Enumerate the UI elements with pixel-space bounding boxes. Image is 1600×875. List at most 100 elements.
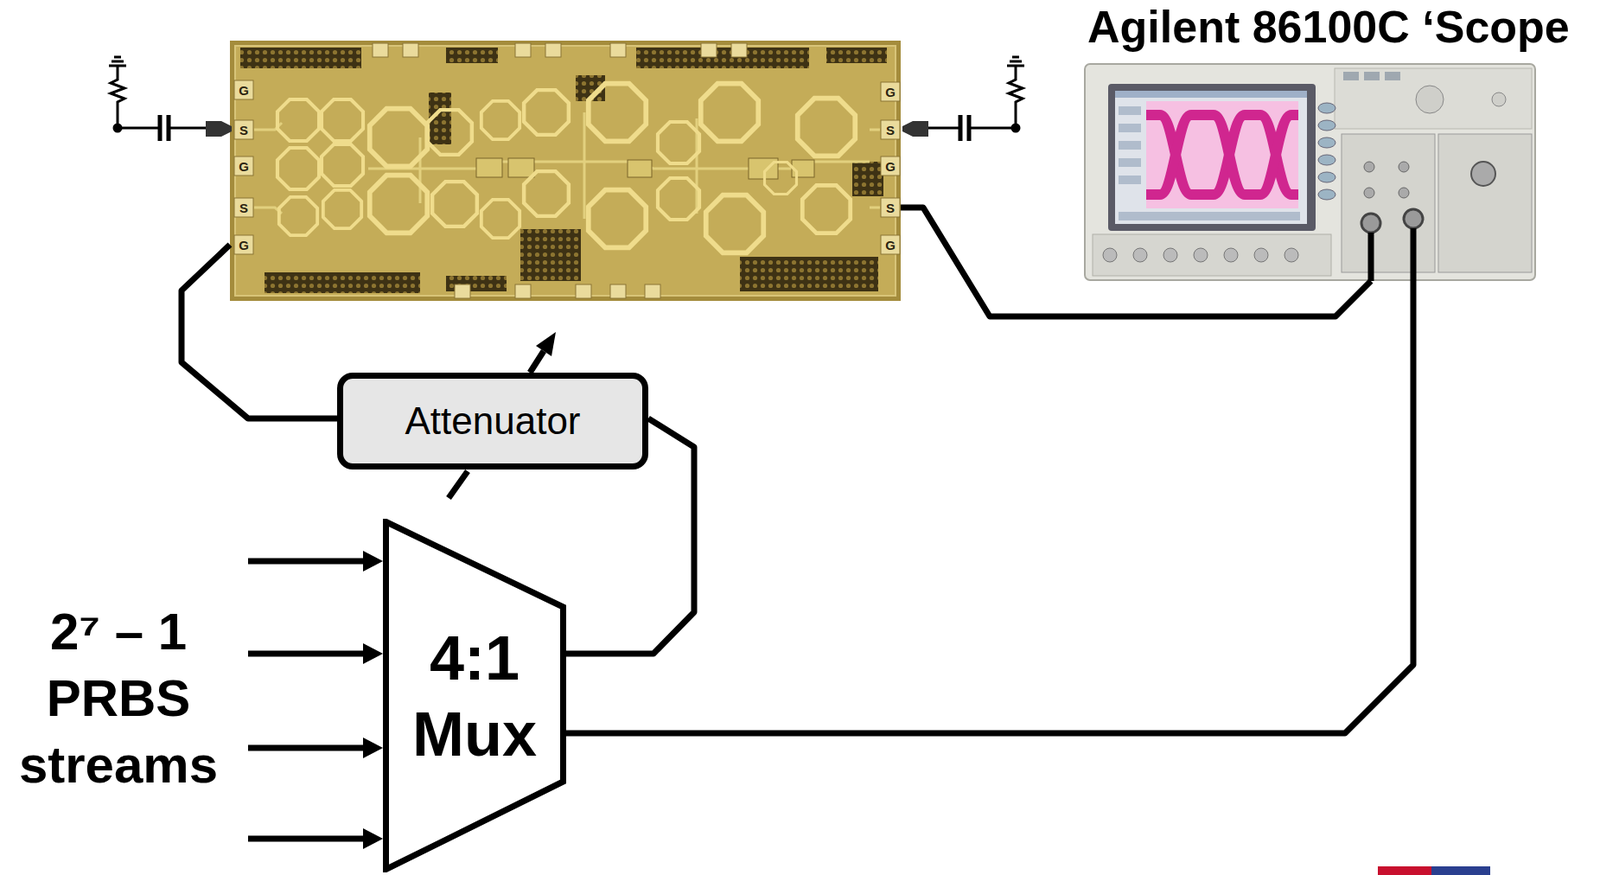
- transistors: [508, 158, 535, 178]
- chip-die: GSGSGGSGSG: [229, 40, 901, 301]
- input-arrows: [363, 643, 383, 664]
- input-arrows: [248, 550, 383, 849]
- dummy-fill: [520, 229, 581, 281]
- scope-instrument: [1364, 71, 1380, 81]
- spiral-inductors: [427, 109, 472, 155]
- spiral-inductors: [277, 147, 319, 190]
- bond-pads: [515, 43, 531, 58]
- dummy-fill: [264, 272, 421, 294]
- bond-pads: [880, 120, 900, 140]
- scope-instrument: [1108, 83, 1316, 231]
- scope-instrument: [1370, 228, 1414, 281]
- scope-instrument: [1118, 211, 1301, 221]
- bond-pads: [402, 43, 419, 58]
- scope-instrument: [1284, 248, 1299, 262]
- pad-label: G: [238, 238, 249, 252]
- scope-instrument: [1163, 248, 1178, 262]
- signal-cable: [566, 280, 1414, 734]
- spiral-inductors: [277, 99, 319, 141]
- pad-label: G: [885, 159, 896, 173]
- bond-pads: [545, 43, 561, 58]
- chip-traces: [583, 112, 587, 219]
- bond-pads: [880, 235, 900, 255]
- spiral-inductors: [277, 83, 855, 254]
- spiral-inductors: [523, 171, 569, 217]
- spiral-inductors: [481, 101, 520, 140]
- scope-instrument: [1403, 209, 1423, 229]
- chip-traces: [869, 128, 880, 132]
- bond-pads: [234, 235, 254, 255]
- left-termination: [110, 65, 160, 128]
- scope-instrument: [1193, 248, 1208, 262]
- bond-pads: [644, 284, 661, 299]
- dummy-fill: [240, 47, 887, 294]
- chip-traces: [869, 206, 880, 210]
- bond-pads: [880, 197, 900, 217]
- bond-pads: [701, 43, 717, 58]
- right-termination: [1012, 124, 1020, 132]
- scope-instrument: [1318, 154, 1336, 166]
- bond-pads: [610, 284, 626, 299]
- spiral-inductors: [588, 83, 647, 142]
- pad-label: S: [239, 201, 249, 215]
- right-termination: [960, 114, 969, 141]
- scope-instrument: [1364, 187, 1375, 198]
- input-arrows: [363, 828, 383, 849]
- mux-text-wrap: 4:1 Mux: [382, 518, 567, 873]
- chip-traces: [254, 112, 880, 219]
- chip-die: [229, 40, 901, 301]
- scope-instrument: [1398, 187, 1409, 198]
- spiral-inductors: [523, 89, 569, 135]
- dummy-fill: [636, 47, 810, 69]
- scope-instrument: [1334, 68, 1532, 129]
- scope-instrument: [1102, 248, 1117, 262]
- chip-die: [229, 40, 901, 301]
- left-termination: [114, 124, 122, 132]
- bond-pads: [610, 43, 626, 58]
- scope-instrument: [1084, 63, 1536, 281]
- scope-instrument: [1341, 133, 1435, 273]
- scope-instrument: [1318, 120, 1336, 131]
- pad-label: S: [886, 123, 895, 137]
- spiral-inductors: [701, 83, 759, 142]
- spiral-inductors: [321, 144, 364, 186]
- scope-instrument: [1223, 248, 1238, 262]
- dummy-fill: [739, 256, 879, 292]
- pad-label: G: [885, 238, 896, 252]
- pad-label: S: [886, 201, 895, 215]
- scope-instrument: [1384, 71, 1401, 81]
- variable-arrow: [535, 331, 556, 357]
- spiral-inductors: [481, 199, 520, 238]
- bond-pads: [234, 156, 254, 176]
- logo: [1431, 866, 1491, 875]
- spiral-inductors: [588, 190, 647, 249]
- input-arrows: [248, 560, 367, 839]
- scope-instrument: [1146, 101, 1299, 209]
- bond-pads: [234, 120, 254, 140]
- scope-instrument: [1118, 106, 1142, 115]
- scope-instrument: [1118, 123, 1142, 133]
- chip-traces: [419, 137, 422, 204]
- bond-pads: [234, 43, 900, 299]
- pad-label: G: [238, 83, 249, 97]
- bond-pads: [515, 284, 531, 299]
- scope-instrument: [1471, 161, 1496, 186]
- signal-label: 2⁷ – 1 PRBS streams: [5, 598, 232, 798]
- spiral-inductors: [657, 121, 700, 164]
- logo: [1377, 866, 1491, 875]
- spiral-inductors: [706, 195, 765, 254]
- dummy-fill: [852, 161, 884, 197]
- right-termination: [968, 65, 1023, 128]
- spiral-inductors: [369, 175, 428, 234]
- spiral-inductors: [432, 181, 478, 227]
- bond-pads: [234, 197, 254, 217]
- scope-instrument: [1438, 133, 1532, 273]
- bond-pads: [234, 80, 254, 100]
- chip-die: [235, 45, 896, 296]
- signal-cable: [181, 244, 338, 419]
- mux-label: 4:1 Mux: [401, 619, 549, 772]
- scope-instrument: [1491, 92, 1506, 107]
- bond-pads: [575, 284, 592, 299]
